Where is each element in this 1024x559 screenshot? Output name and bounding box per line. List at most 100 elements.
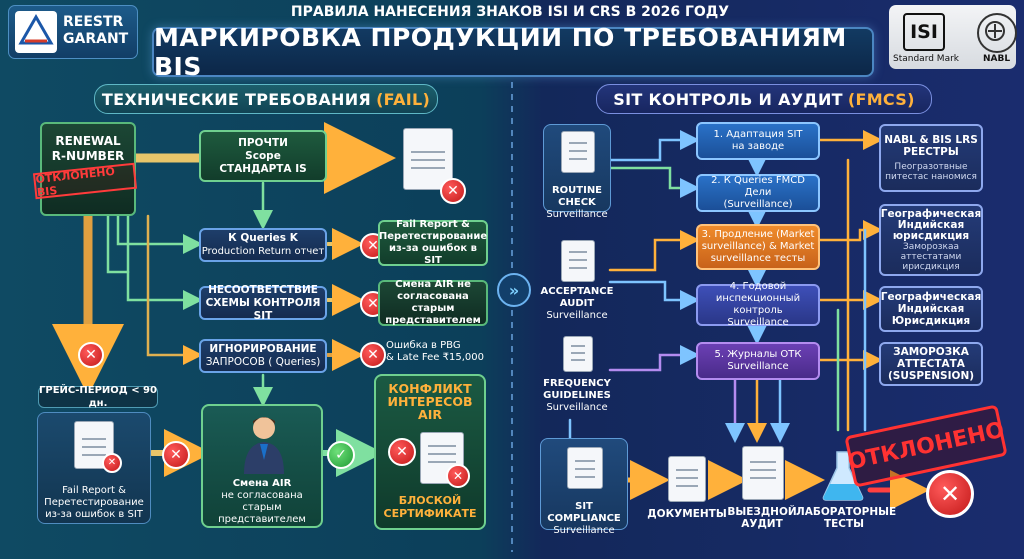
- person-line-2: не согласована старым: [221, 490, 303, 513]
- fail-report-line-3: из-за ошибок в SIT: [389, 243, 477, 266]
- step2-line-1: 2. К Queries FMCD Дели: [711, 175, 805, 198]
- block-line-1: БЛОСКОЙ: [398, 494, 462, 507]
- renewal-line-2: R-NUMBER: [51, 149, 125, 163]
- fail-x-icon: ✕: [102, 453, 122, 473]
- documents-icon: [668, 456, 706, 502]
- reg2-line-2: Индийская: [897, 218, 965, 231]
- audit-clipboard-icon: [742, 446, 784, 500]
- queries-line-1: К Queries K: [228, 232, 298, 244]
- scope-line-1: ПРОЧТИ: [238, 136, 288, 149]
- air-change-line-1: Смена AIR не: [395, 279, 471, 290]
- jurisdiction-box: Географическая Индийская Юрисдикция: [879, 286, 983, 332]
- bottom-fail-line-2: Перетестирование: [44, 497, 144, 508]
- ignore-line-2: ЗАПРОСОВ ( Queries): [205, 356, 321, 368]
- compliance-line-1: SIT COMPLIANCE: [547, 501, 621, 524]
- air-person-card: Смена AIR не согласована старым представ…: [201, 404, 323, 528]
- bottom-fail-line-3: из-за ошибок в SIT: [45, 509, 143, 520]
- bottom-fail-report-card: ✕ Fail Report & Перетестирование из-за о…: [37, 412, 151, 524]
- right-section-heading: SIT КОНТРОЛЬ И АУДИТ (FMCS): [596, 84, 932, 114]
- step-2-box: 2. К Queries FMCD Дели (Surveillance): [696, 174, 820, 212]
- frequency-line-1: FREQUENCY: [543, 378, 611, 389]
- block-line-2: СЕРТИФИКАТЕ: [383, 507, 477, 520]
- left-heading-text: ТЕХНИЧЕСКИЕ ТРЕБОВАНИЯ: [101, 89, 372, 109]
- top-title: ПРАВИЛА НАНЕСЕНИЯ ЗНАКОВ ISI И CRS В 202…: [290, 4, 730, 20]
- conflict-line-3: AIR: [418, 407, 442, 422]
- left-section-heading: ТЕХНИЧЕСКИЕ ТРЕБОВАНИЯ (FAIL): [94, 84, 438, 114]
- pbg-line-1: Ошибка в PBG: [386, 340, 461, 351]
- step3-line-1: 3. Продление (Market: [701, 229, 815, 240]
- reg1-line-1: NABL & BIS LRS: [884, 134, 978, 146]
- fail-x-icon: ✕: [446, 464, 470, 488]
- pbg-line-2: & Late Fee ₹15,000: [386, 352, 484, 363]
- renewal-r-number-box: RENEWAL R-NUMBER: [40, 122, 136, 216]
- compliance-check-icon: [567, 447, 603, 489]
- final-reject-x-icon: ✕: [926, 470, 974, 518]
- reg4-line-3: (SUSPENSION): [887, 370, 975, 382]
- lab-line-1: ЛАБОРАТОРНЫЕ: [796, 506, 897, 518]
- fail-x-icon: ✕: [360, 342, 386, 368]
- reg2-line-3: юрисдикция: [892, 229, 970, 242]
- main-title: МАРКИРОВКА ПРОДУКЦИИ ПО ТРЕБОВАНИЯМ BIS: [152, 23, 874, 81]
- reg3-line-1: Географическая: [880, 291, 982, 303]
- reg3-line-3: Юрисдикция: [891, 315, 971, 327]
- lab-flask-icon: [822, 451, 864, 501]
- conflict-line-2: ИНТЕРЕСОВ: [387, 394, 473, 409]
- step3-line-3: surveillance тесты: [710, 253, 806, 264]
- ignore-line-1: ИГНОРИРОВАНИЕ: [209, 343, 317, 355]
- step-1-box: 1. Адаптация SIT на заводе: [696, 122, 820, 160]
- routine-line-2: Surveillance: [546, 209, 608, 220]
- compliance-line-2: Surveillance: [553, 525, 615, 536]
- step-5-box: 5. Журналы ОТК Surveillance: [696, 342, 820, 380]
- scope-line-3: СТАНДАРТА IS: [219, 162, 307, 175]
- reg1-line-2: РЕЕСТРЫ: [903, 146, 959, 158]
- isi-mark-icon: ISI: [903, 13, 945, 51]
- grace-period-label: ГРЕЙС-ПЕРИОД < 90 дн.: [38, 385, 158, 409]
- section-divider: [511, 82, 513, 552]
- mismatch-line-1: НЕСООТВЕТСТВИЕ: [208, 283, 318, 296]
- suspension-box: ЗАМОРОЗКА АТТЕСТАТА (SUSPENSION): [879, 342, 983, 386]
- mismatch-line-2: СХЕМЫ КОНТРОЛЯ SIT: [205, 296, 321, 322]
- air-change-line-3: представителем: [385, 315, 481, 326]
- right-heading-highlight: (FMCS): [847, 89, 915, 109]
- reg4-line-1: ЗАМОРОЗКА: [893, 346, 969, 358]
- frequency-line-3: Surveillance: [546, 402, 608, 413]
- nabl-bis-registry-box: NABL & BIS LRS РЕЕСТРЫ Пеогразотвные пит…: [879, 124, 983, 192]
- pass-check-icon: ✓: [327, 441, 355, 469]
- person-line-1: Смена AIR: [232, 478, 292, 489]
- reg3-line-2: Индийская: [897, 303, 965, 315]
- right-heading-text: SIT КОНТРОЛЬ И АУДИТ: [613, 89, 843, 109]
- reg1-sub-2: питестас наномися: [885, 172, 977, 182]
- step5-line-2: Surveillance: [727, 361, 789, 372]
- fail-x-icon: ✕: [440, 178, 466, 204]
- fail-x-icon: ✕: [388, 438, 416, 466]
- forward-chevron-icon: »: [497, 273, 531, 307]
- logo-line-1: REESTR: [63, 14, 124, 30]
- renewal-line-1: RENEWAL: [55, 134, 121, 148]
- routine-check-card: ROUTINE CHECK Surveillance: [543, 124, 611, 220]
- step4-line-2: инспекционный контроль: [715, 293, 801, 316]
- fail-x-icon: ✕: [78, 342, 104, 368]
- acceptance-line-3: Surveillance: [546, 310, 608, 321]
- step4-line-1: 4. Годовой: [729, 281, 787, 292]
- left-heading-highlight: (FAIL): [376, 89, 431, 109]
- air-change-line-2: согласована старым: [397, 291, 469, 314]
- logo-emblem-icon: [15, 11, 57, 53]
- person-line-3: представителем: [218, 514, 306, 525]
- documents-label: ДОКУМЕНТЫ: [647, 508, 727, 520]
- frequency-line-2: GUIDELINES: [543, 390, 611, 401]
- step4-line-3: Surveillance: [727, 317, 789, 328]
- acceptance-line-1: ACCEPTANCE: [540, 286, 614, 297]
- onsite-audit-label: ВЫЕЗДНОЙ АУДИТ: [724, 506, 800, 530]
- acceptance-audit-card: ACCEPTANCE AUDIT Surveillance: [541, 238, 613, 326]
- step3-line-2: surveillance) & Market: [701, 241, 815, 252]
- step5-line-1: 5. Журналы ОТК: [714, 349, 802, 360]
- reg1-sub-1: Пеогразотвные: [894, 162, 968, 172]
- audit-line-1: ВЫЕЗДНОЙ: [727, 506, 797, 518]
- scope-line-2: Scope: [245, 149, 281, 162]
- jurisdiction-freeze-box: Географическая Индийская юрисдикция Замо…: [879, 204, 983, 276]
- sit-compliance-card: SIT COMPLIANCE Surveillance: [540, 438, 628, 536]
- step1-line-1: 1. Адаптация SIT: [713, 129, 803, 140]
- lab-line-2: ТЕСТЫ: [823, 518, 865, 530]
